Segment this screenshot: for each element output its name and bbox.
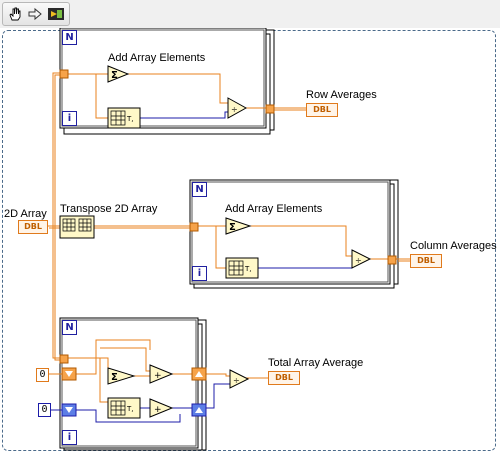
svg-text:T,: T, xyxy=(244,265,252,273)
svg-text:Σ: Σ xyxy=(229,222,236,233)
loop3-iteration-terminal[interactable]: i xyxy=(62,430,77,445)
tool-group xyxy=(2,2,70,26)
svg-text:+: + xyxy=(154,405,162,415)
two-d-array-label: 2D Array xyxy=(4,208,47,220)
blue-zero-constant[interactable]: 0 xyxy=(38,403,51,417)
divide-node-1[interactable]: ÷ xyxy=(227,97,248,119)
transpose-2d-array-label: Transpose 2D Array xyxy=(60,203,158,215)
total-array-average-indicator[interactable]: DBL xyxy=(268,371,300,385)
loop3-count-terminal[interactable]: N xyxy=(62,320,77,335)
shift-register-right-blue[interactable] xyxy=(191,403,207,417)
loop3-frame xyxy=(59,317,207,451)
column-averages-label: Column Averages xyxy=(410,240,497,252)
loop1-frame xyxy=(59,28,275,135)
tunnel-out-1 xyxy=(265,104,275,114)
add-array-elements-label-2: Add Array Elements xyxy=(225,203,323,215)
shift-register-left-orange[interactable] xyxy=(61,367,77,381)
array-size-node-2[interactable]: T, xyxy=(225,257,259,279)
dbl-text: DBL xyxy=(417,256,435,265)
svg-text:T,: T, xyxy=(126,405,134,413)
svg-text:÷: ÷ xyxy=(233,376,240,385)
run-highlight-icon[interactable] xyxy=(47,6,64,22)
row-averages-indicator[interactable]: DBL xyxy=(306,103,338,117)
arrow-right-icon[interactable] xyxy=(27,6,43,22)
hand-icon[interactable] xyxy=(7,6,23,22)
two-d-array-control[interactable]: DBL xyxy=(18,220,48,234)
dbl-text: DBL xyxy=(313,105,331,114)
loop2-frame xyxy=(189,179,399,289)
row-averages-label: Row Averages xyxy=(306,89,377,101)
svg-text:T,: T, xyxy=(126,115,134,123)
tunnel-in-2 xyxy=(189,222,199,232)
add-array-elements-node-3[interactable]: Σ xyxy=(107,367,136,385)
total-array-average-label: Total Array Average xyxy=(268,357,364,369)
block-diagram: Σ T, ÷ Σ T, ÷ xyxy=(0,28,500,453)
column-averages-indicator[interactable]: DBL xyxy=(410,254,442,268)
loop1-count-terminal[interactable]: N xyxy=(62,30,77,45)
tunnel-out-2 xyxy=(387,255,397,265)
dbl-text: DBL xyxy=(24,222,42,231)
svg-text:÷: ÷ xyxy=(231,105,238,114)
array-size-node-3[interactable]: T, xyxy=(107,397,141,419)
loop2-iteration-terminal[interactable]: i xyxy=(192,266,207,281)
dbl-text: DBL xyxy=(275,373,293,382)
divide-node-3[interactable]: ÷ xyxy=(229,369,250,389)
array-size-node-1[interactable]: T, xyxy=(107,107,141,129)
add-node-1[interactable]: + xyxy=(149,364,174,384)
add-node-2[interactable]: + xyxy=(149,398,174,418)
loop1-iteration-terminal[interactable]: i xyxy=(62,111,77,126)
add-array-elements-node-1[interactable]: Σ xyxy=(107,65,130,83)
wires-layer: Σ T, ÷ Σ T, ÷ xyxy=(40,28,412,451)
svg-text:Σ: Σ xyxy=(111,372,118,383)
loop2-count-terminal[interactable]: N xyxy=(192,182,207,197)
toolbar xyxy=(0,0,500,28)
divide-node-2[interactable]: ÷ xyxy=(351,249,372,269)
svg-text:Σ: Σ xyxy=(111,70,118,81)
shift-register-right-orange[interactable] xyxy=(191,367,207,381)
add-array-elements-node-2[interactable]: Σ xyxy=(225,217,252,235)
svg-text:+: + xyxy=(154,371,162,381)
tunnel-in-1 xyxy=(59,69,69,79)
orange-zero-constant[interactable]: 0 xyxy=(36,368,49,382)
svg-text:÷: ÷ xyxy=(355,256,362,265)
add-array-elements-label-1: Add Array Elements xyxy=(108,52,206,64)
tunnel-in-3 xyxy=(59,354,69,364)
shift-register-left-blue[interactable] xyxy=(61,403,77,417)
transpose-2d-array-node[interactable] xyxy=(59,215,95,239)
